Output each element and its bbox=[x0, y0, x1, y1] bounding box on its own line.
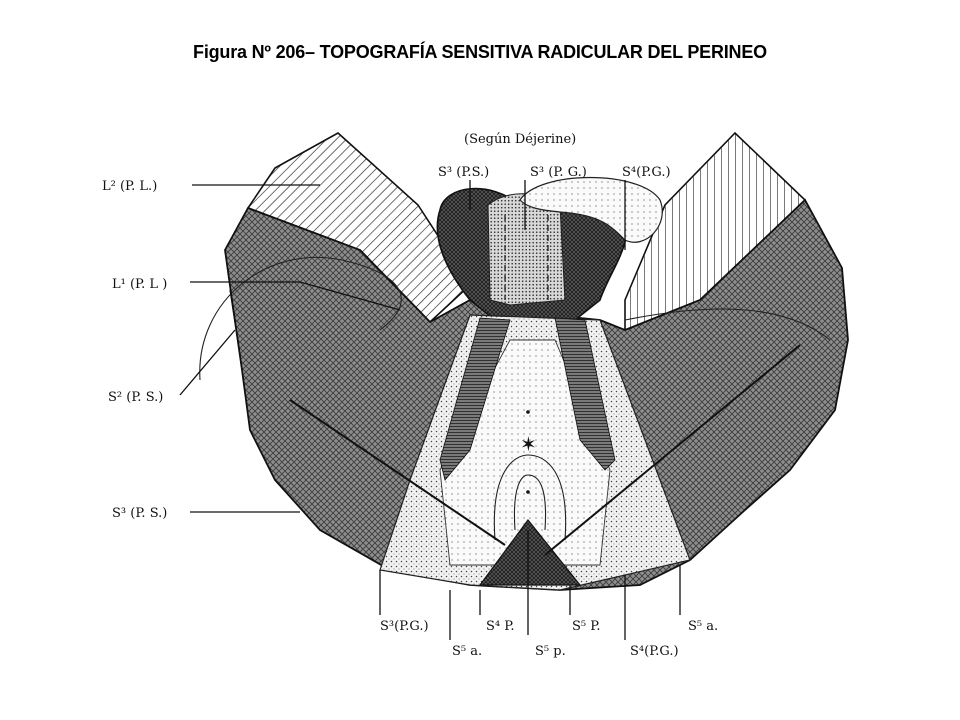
figure-title: Figura Nº 206– TOPOGRAFÍA SENSITIVA RADI… bbox=[193, 42, 767, 62]
s2-ps-boundary-left bbox=[229, 289, 241, 356]
l1-pl-leader bbox=[190, 281, 401, 311]
label-s4-p: S⁴ P. bbox=[486, 619, 515, 634]
label-s3-pg-bottom: S³(P.G.) bbox=[380, 619, 429, 634]
label-s5-p: S⁵ p. bbox=[535, 644, 566, 659]
star-marker-icon: ✶ bbox=[520, 432, 537, 456]
label-l2-pl: L² (P. L.) bbox=[102, 179, 157, 194]
label-s2-ps: S² (P. S.) bbox=[108, 390, 163, 405]
s5-a-arc-outer bbox=[493, 454, 567, 541]
s4-pg-glans bbox=[519, 176, 663, 243]
anus-dot-1 bbox=[526, 410, 530, 414]
s3-ps-boundary-right bbox=[544, 344, 801, 556]
dark-band-right bbox=[554, 317, 616, 471]
s2-ps-leader bbox=[179, 329, 236, 396]
label-s3-ps-left: S³ (P. S.) bbox=[112, 506, 167, 521]
label-l1-pl: L¹ (P. L ) bbox=[112, 277, 167, 292]
label-s4-pg-top: S⁴(P.G.) bbox=[622, 165, 671, 180]
s3-ps-boundary-left bbox=[289, 399, 506, 546]
l1-region-right bbox=[624, 308, 831, 341]
label-s5-p-right: S⁵ P. bbox=[572, 619, 601, 634]
l1-region-left bbox=[199, 256, 402, 381]
label-s5-a-left: S⁵ a. bbox=[452, 644, 482, 659]
label-s3-pg-top: S³ (P. G.) bbox=[530, 165, 587, 180]
source-caption: (Según Déjerine) bbox=[464, 132, 576, 147]
label-s4-pg-bottom: S⁴(P.G.) bbox=[630, 644, 679, 659]
label-s3-ps-top: S³ (P.S.) bbox=[438, 165, 489, 180]
s5-p-triangle bbox=[478, 519, 582, 586]
label-s5-a-right: S⁵ a. bbox=[688, 619, 718, 634]
anus-dot-2 bbox=[526, 490, 530, 494]
s5-a-arc-inner bbox=[513, 474, 547, 531]
dark-band-left bbox=[439, 317, 511, 481]
